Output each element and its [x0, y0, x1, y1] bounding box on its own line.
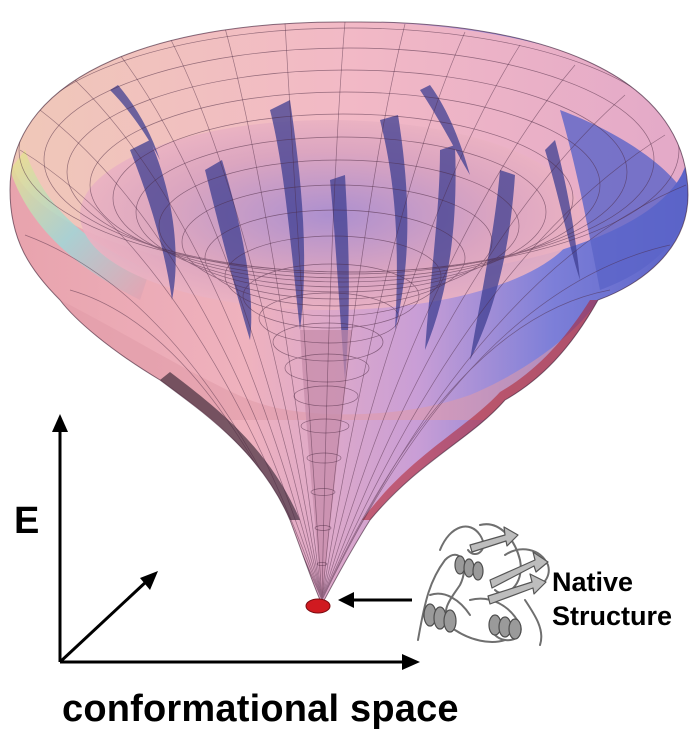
native-minimum-marker — [306, 599, 330, 613]
depth-axis — [60, 580, 148, 662]
energy-funnel-surface — [10, 22, 688, 604]
energy-axis-arrowhead — [52, 414, 68, 432]
conformational-space-label: conformational space — [62, 688, 459, 731]
native-pointer-arrow — [338, 592, 412, 608]
depth-axis-arrowhead — [140, 571, 158, 590]
native-structure-label: Native Structure — [552, 565, 672, 633]
conformation-axis-arrowhead — [402, 654, 420, 670]
native-structure-label-line1: Native — [552, 565, 672, 599]
protein-structure-image — [418, 524, 549, 645]
energy-axis-label: E — [14, 500, 39, 543]
native-structure-label-line2: Structure — [552, 599, 672, 633]
